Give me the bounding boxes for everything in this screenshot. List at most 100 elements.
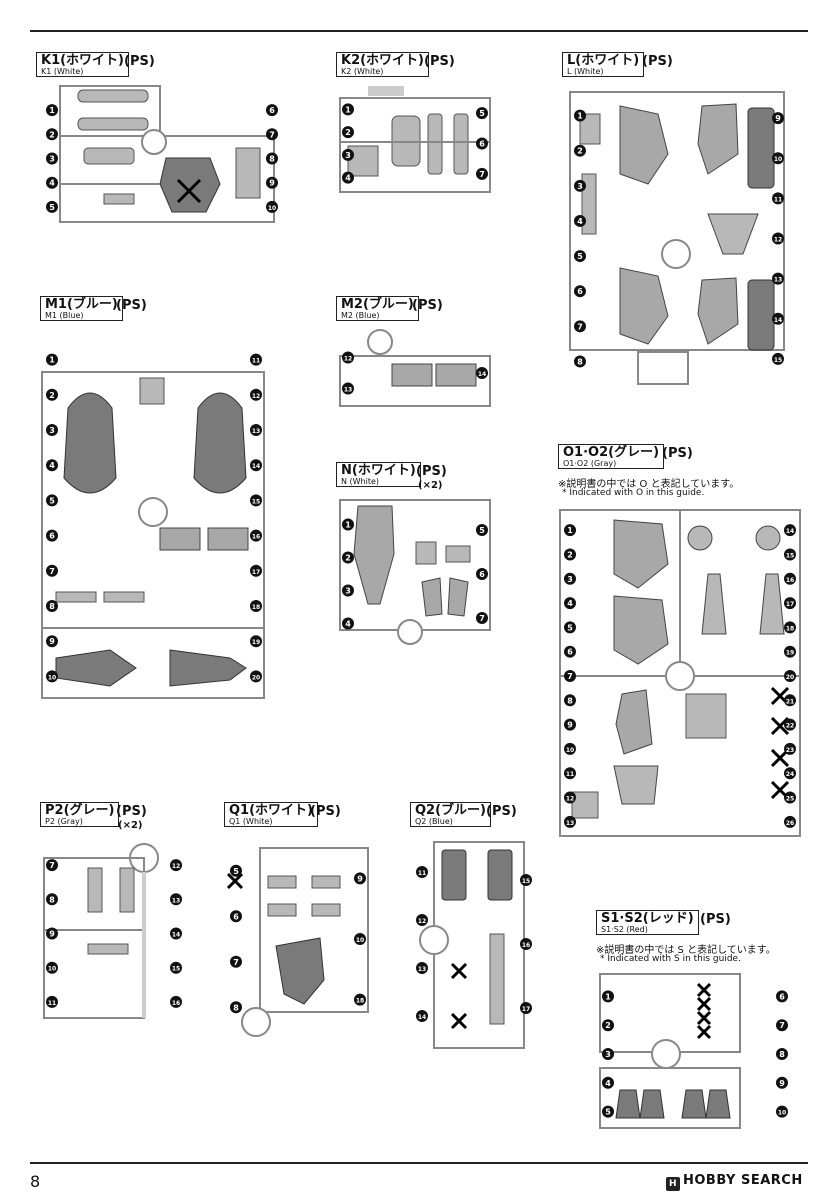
runner-m2-label: M2(ブルー) M2 (Blue) <box>336 296 419 321</box>
runner-o: O1·O2(グレー) O1·O2 (Gray) (PS) ※説明書の中では O … <box>558 444 804 848</box>
part-marker-p2-10: 10 <box>46 961 58 974</box>
part-marker-n-6: 6 <box>476 568 488 580</box>
runner-l-heading: L(ホワイト) L (White) (PS) <box>562 52 792 80</box>
part-marker-n-3: 3 <box>342 584 354 597</box>
part-marker-o-26: 26 <box>784 815 796 828</box>
svg-text:6: 6 <box>567 648 573 657</box>
runner-m2-subtitle: M2 (Blue) <box>341 311 380 320</box>
part-marker-k1-1: 1 <box>46 104 58 117</box>
svg-text:2: 2 <box>345 554 351 563</box>
part-marker-l-9: 9 <box>772 112 784 125</box>
svg-text:1: 1 <box>49 356 55 365</box>
part-marker-q2-17: 17 <box>520 1002 532 1014</box>
svg-text:13: 13 <box>774 277 782 284</box>
svg-text:9: 9 <box>567 721 573 730</box>
part-marker-o-23: 23 <box>784 742 796 755</box>
runner-k2-label: K2(ホワイト) K2 (White) <box>336 52 430 77</box>
part-marker-o-19: 19 <box>784 645 796 658</box>
runner-s-heading: S1·S2(レッド) S1·S2 (Red) (PS) <box>596 910 796 938</box>
svg-text:6: 6 <box>269 106 275 115</box>
svg-text:11: 11 <box>418 870 426 877</box>
runner-q1-subtitle: Q1 (White) <box>229 817 273 826</box>
part-marker-k1-9: 9 <box>266 176 278 189</box>
part-marker-o-10: 10 <box>564 742 576 755</box>
svg-text:5: 5 <box>49 203 55 212</box>
svg-text:13: 13 <box>418 966 426 973</box>
svg-text:3: 3 <box>567 575 573 584</box>
svg-text:5: 5 <box>479 526 485 535</box>
svg-text:4: 4 <box>49 179 55 188</box>
runner-q1-heading: Q1(ホワイト) Q1 (White) (PS) <box>224 802 374 830</box>
svg-text:4: 4 <box>577 217 583 226</box>
runner-q2-title: Q2(ブルー) <box>415 803 486 818</box>
svg-text:12: 12 <box>172 863 180 870</box>
part-marker-k1-10: 10 <box>266 200 278 213</box>
svg-text:19: 19 <box>786 650 794 657</box>
part-marker-o-2: 2 <box>564 548 576 561</box>
runner-s-note-jp: ※説明書の中では S と表記しています。 <box>596 945 776 956</box>
svg-text:2: 2 <box>577 147 583 156</box>
part-marker-l-4: 4 <box>574 214 586 227</box>
svg-text:6: 6 <box>49 532 55 541</box>
part-marker-s-3: 3 <box>602 1048 614 1060</box>
runner-q1-label: Q1(ホワイト) Q1 (White) <box>224 802 318 827</box>
svg-text:13: 13 <box>172 897 180 904</box>
runner-p2-title: P2(グレー) <box>45 803 115 818</box>
svg-text:11: 11 <box>774 196 782 203</box>
part-marker-q1-9: 9 <box>354 872 366 885</box>
svg-text:12: 12 <box>566 796 574 803</box>
svg-text:1: 1 <box>567 526 573 535</box>
svg-text:10: 10 <box>48 674 56 681</box>
runner-m2-title: M2(ブルー) <box>341 297 414 312</box>
svg-text:12: 12 <box>252 393 260 400</box>
svg-text:5: 5 <box>605 1108 611 1117</box>
part-marker-m1-15: 15 <box>250 494 262 507</box>
svg-text:14: 14 <box>172 932 180 939</box>
svg-text:3: 3 <box>49 426 55 435</box>
svg-text:8: 8 <box>49 602 55 611</box>
svg-text:9: 9 <box>49 637 55 646</box>
runner-o-material: (PS) <box>662 446 693 461</box>
runner-m1-heading: M1(ブルー) M1 (Blue) (PS) <box>40 296 270 324</box>
svg-text:7: 7 <box>269 130 275 139</box>
svg-text:12: 12 <box>774 237 782 244</box>
part-marker-q1-8: 8 <box>230 1001 242 1014</box>
svg-text:15: 15 <box>252 498 260 505</box>
part-marker-k1-8: 8 <box>266 152 278 165</box>
part-marker-q1-10: 10 <box>354 933 366 945</box>
part-marker-m1-19: 19 <box>250 635 262 648</box>
part-marker-m1-1: 1 <box>46 353 58 366</box>
svg-text:24: 24 <box>786 771 794 778</box>
svg-text:21: 21 <box>786 698 794 705</box>
svg-text:9: 9 <box>49 930 55 939</box>
svg-text:9: 9 <box>775 114 781 123</box>
part-marker-k2-3: 3 <box>342 148 354 161</box>
svg-text:12: 12 <box>344 356 352 363</box>
part-marker-m1-18: 18 <box>250 600 262 612</box>
part-marker-l-14: 14 <box>772 312 784 325</box>
runner-p2-label: P2(グレー) P2 (Gray) <box>40 802 120 827</box>
part-marker-k2-4: 4 <box>342 171 354 184</box>
part-marker-l-3: 3 <box>574 179 586 192</box>
runner-q2-material: (PS) <box>486 804 517 819</box>
part-marker-l-12: 12 <box>772 232 784 245</box>
svg-text:20: 20 <box>786 674 794 681</box>
svg-text:7: 7 <box>779 1021 785 1030</box>
part-marker-p2-14: 14 <box>170 927 182 940</box>
part-marker-q2-16: 16 <box>520 938 532 950</box>
runner-k2-heading: K2(ホワイト) K2 (White) (PS) <box>336 52 496 80</box>
runner-o-title: O1·O2(グレー) <box>563 445 660 460</box>
svg-text:10: 10 <box>48 966 56 973</box>
runner-k1-title: K1(ホワイト) <box>41 53 125 68</box>
runner-n-heading: N(ホワイト) N (White) (PS) (×2) <box>336 462 496 491</box>
part-marker-s-2: 2 <box>602 1019 614 1032</box>
svg-text:17: 17 <box>786 601 794 608</box>
part-marker-m2-14: 14 <box>476 367 488 379</box>
